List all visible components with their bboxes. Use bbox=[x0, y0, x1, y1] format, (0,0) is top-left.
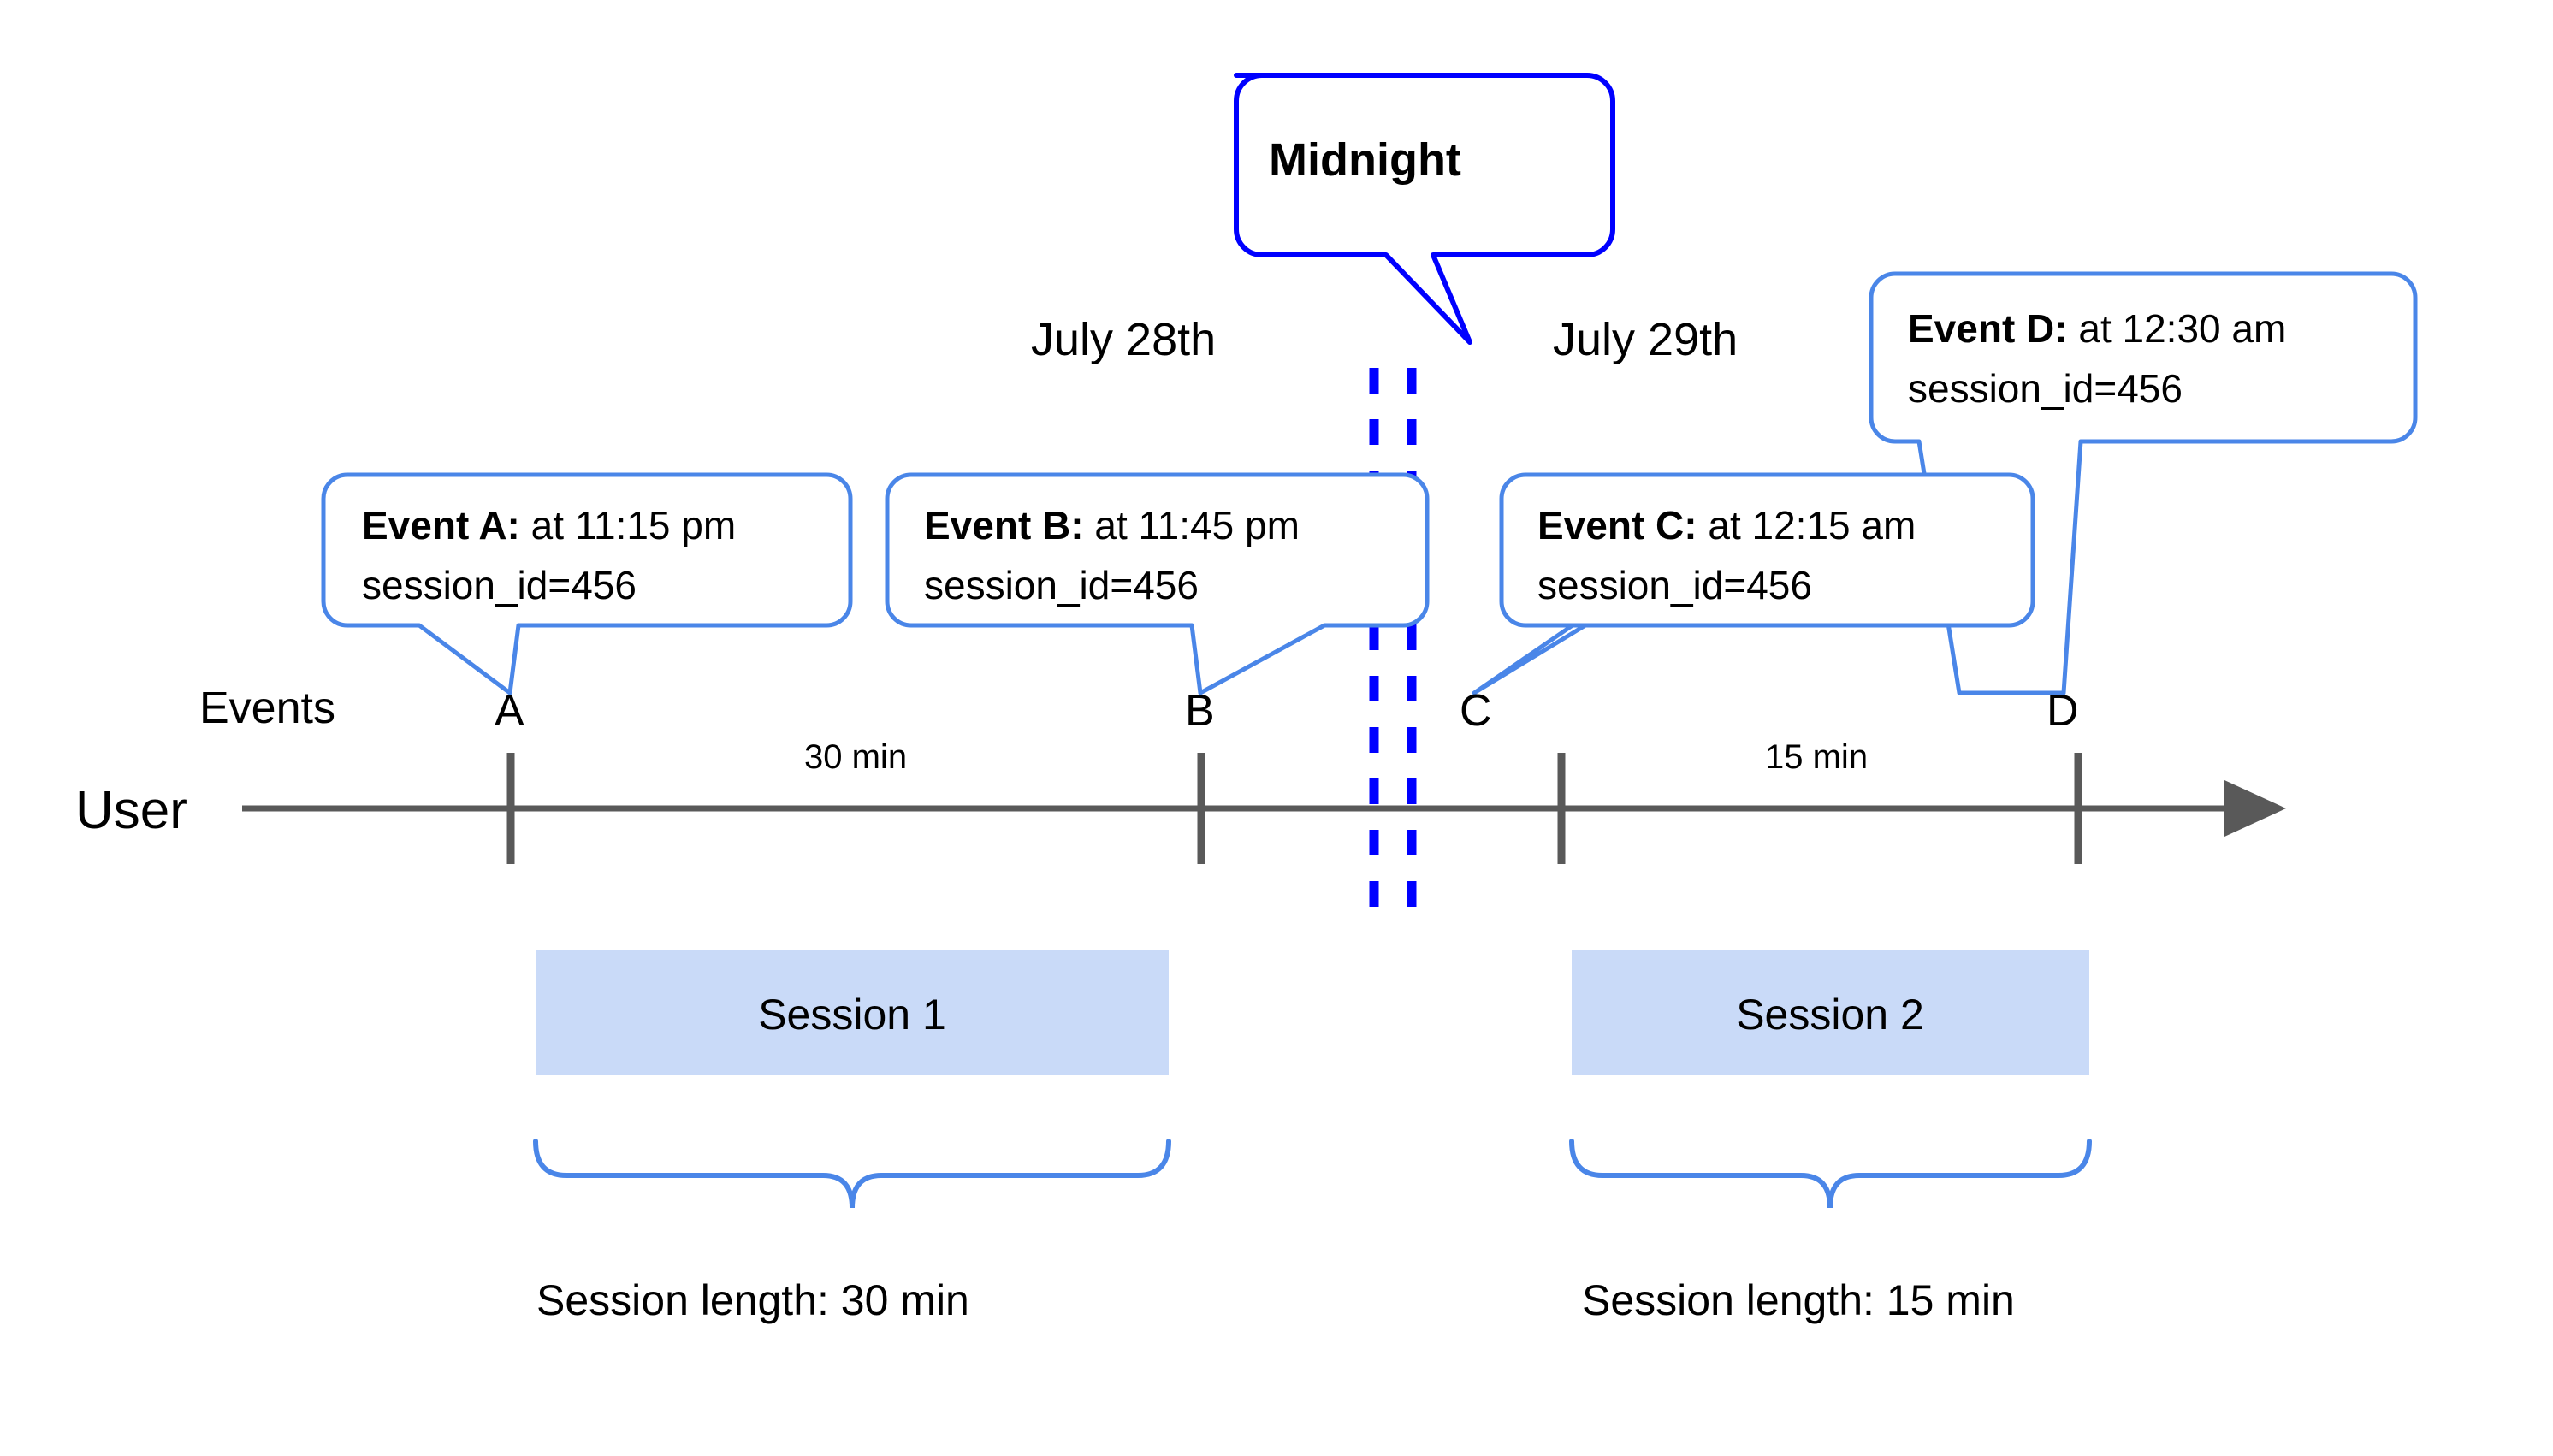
date-label-july-29: July 29th bbox=[1553, 314, 1738, 365]
session-1-bar-rect bbox=[536, 950, 1169, 1075]
event-marker-label-a: A bbox=[495, 686, 524, 736]
event-a-session-id: session_id=456 bbox=[362, 563, 637, 607]
session-1-brace bbox=[533, 1139, 1171, 1209]
gap-label-15-min: 15 min bbox=[1765, 738, 1868, 776]
event-d-session-id: session_id=456 bbox=[1908, 366, 2183, 411]
event-b-callout-shape bbox=[885, 472, 1430, 695]
event-a-detail: at 11:15 pm bbox=[520, 503, 736, 547]
event-c-session-id: session_id=456 bbox=[1537, 563, 1812, 607]
session-2-brace-path bbox=[1569, 1139, 2092, 1209]
event-d-title: Event D: bbox=[1908, 306, 2068, 351]
session-2-length-label: Session length: 15 min bbox=[1582, 1276, 2015, 1324]
event-marker-label-c: C bbox=[1460, 686, 1492, 736]
midnight-label: Midnight bbox=[1269, 134, 1461, 186]
timeline-axis bbox=[242, 753, 2286, 864]
session-2-label: Session 2 bbox=[1736, 991, 1924, 1039]
event-a-callout-shape bbox=[321, 472, 853, 695]
session-1-label: Session 1 bbox=[758, 991, 946, 1039]
gap-label-30-min: 30 min bbox=[804, 738, 907, 776]
date-label-july-28: July 28th bbox=[1031, 314, 1216, 365]
event-d-detail: at 12:30 am bbox=[2068, 306, 2287, 351]
event-a-title: Event A: bbox=[362, 503, 520, 547]
event-c-line1: Event C: at 12:15 am bbox=[1537, 503, 1916, 547]
event-c-callout: Event C: at 12:15 am session_id=456 bbox=[1472, 472, 2035, 695]
event-b-detail: at 11:45 pm bbox=[1084, 503, 1300, 547]
session-1-bar: Session 1 bbox=[536, 950, 1169, 1075]
midnight-callout: Midnight bbox=[1234, 73, 1615, 345]
event-b-session-id: session_id=456 bbox=[924, 563, 1199, 607]
session-1-length-label: Session length: 30 min bbox=[536, 1276, 969, 1324]
event-c-callout-shape bbox=[1472, 472, 2035, 695]
event-c-detail: at 12:15 am bbox=[1697, 503, 1916, 547]
event-marker-label-d: D bbox=[2047, 686, 2079, 736]
midnight-divider bbox=[1369, 368, 1417, 924]
session-2-brace bbox=[1569, 1139, 2092, 1209]
event-c-title: Event C: bbox=[1537, 503, 1697, 547]
event-a-callout: Event A: at 11:15 pm session_id=456 bbox=[321, 472, 853, 695]
event-b-line1: Event B: at 11:45 pm bbox=[924, 503, 1300, 547]
session-2-bar: Session 2 bbox=[1572, 950, 2089, 1075]
events-row-label: Events bbox=[199, 684, 335, 733]
event-b-callout: Event B: at 11:45 pm session_id=456 bbox=[885, 472, 1430, 695]
event-a-line1: Event A: at 11:15 pm bbox=[362, 503, 736, 547]
event-marker-label-b: B bbox=[1185, 686, 1215, 736]
event-d-line1: Event D: at 12:30 am bbox=[1908, 306, 2286, 351]
session-1-brace-path bbox=[533, 1139, 1171, 1209]
event-b-title: Event B: bbox=[924, 503, 1084, 547]
timeline-arrow-icon bbox=[2224, 780, 2286, 837]
midnight-callout-shape bbox=[1234, 73, 1615, 345]
session-2-bar-rect bbox=[1572, 950, 2089, 1075]
user-lane-label: User bbox=[75, 781, 187, 840]
